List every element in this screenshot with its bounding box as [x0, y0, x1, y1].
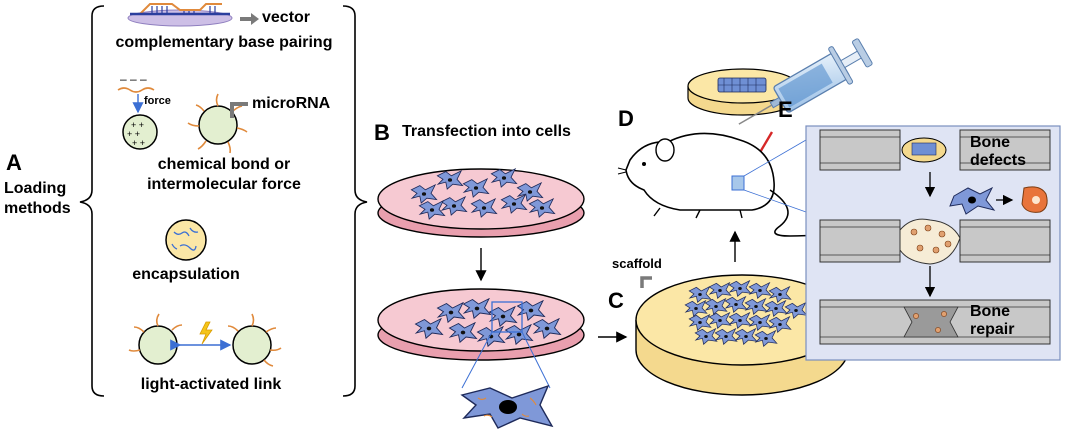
lightning-icon — [199, 321, 213, 345]
force-label: force — [144, 95, 171, 107]
microrna-nanoparticle-icon — [187, 93, 248, 154]
base-pairing-icon — [127, 3, 233, 27]
syringe-icon — [738, 38, 873, 177]
scaffold-dish — [635, 274, 849, 396]
zoom-box — [491, 301, 523, 333]
culture-dish-bottom — [377, 288, 585, 361]
bone-healing-row — [819, 218, 1051, 265]
small-scaffold-dish — [687, 68, 799, 116]
panel-a: – – – + + + + + + — [79, 3, 368, 397]
vector-label: vector — [262, 9, 311, 26]
culture-dish-top — [377, 168, 585, 238]
injection-site — [731, 175, 745, 191]
svg-text:– – –: – – – — [120, 72, 147, 86]
svg-text:+ +: + + — [127, 129, 140, 139]
light-activated-link-icon — [128, 313, 282, 367]
panel-a-letter: A — [6, 150, 22, 175]
panel-c — [598, 230, 849, 396]
enlarged-cell — [460, 384, 554, 429]
bone-defects-label-line2: defects — [970, 152, 1027, 169]
svg-text:+ +: + + — [131, 120, 144, 130]
panel-c-letter: C — [608, 288, 624, 313]
left-brace — [79, 5, 105, 397]
encapsulation-icon — [165, 219, 207, 261]
right-brace — [342, 5, 368, 397]
bone-repair-label-line1: Bone — [970, 303, 1010, 320]
loading-methods-label-line1: Loading — [4, 180, 67, 197]
panel-b — [377, 168, 585, 429]
scaffold-label: scaffold — [612, 256, 662, 271]
panel-e — [805, 125, 1061, 361]
panel-e-letter: E — [778, 97, 793, 122]
transfection-title: Transfection into cells — [402, 123, 571, 140]
method-encapsulation-label: encapsulation — [132, 266, 240, 283]
method-base-pairing-label: complementary base pairing — [115, 34, 333, 51]
intermolecular-force-icon: – – – + + + + + + — [117, 72, 158, 150]
bone-repair-row — [819, 299, 1051, 345]
panel-b-letter: B — [374, 120, 390, 145]
microrna-arrow — [230, 102, 248, 118]
microrna-label: microRNA — [252, 95, 331, 112]
bone-defects-label-line1: Bone — [970, 134, 1010, 151]
bone-repair-label-line2: repair — [970, 321, 1015, 338]
bone-defect-row — [819, 129, 1051, 171]
panel-d — [617, 38, 873, 237]
scaffold-pointer-arrow — [640, 276, 652, 288]
svg-text:+ +: + + — [132, 138, 145, 148]
loading-methods-label-line2: methods — [4, 200, 71, 217]
differentiation-row — [949, 186, 1048, 215]
panel-d-letter: D — [618, 106, 634, 131]
method-chemical-bond-label-line1: chemical bond or — [157, 156, 291, 173]
method-chemical-bond-label-line2: intermolecular force — [147, 176, 301, 193]
method-light-activated-label: light-activated link — [140, 376, 282, 393]
